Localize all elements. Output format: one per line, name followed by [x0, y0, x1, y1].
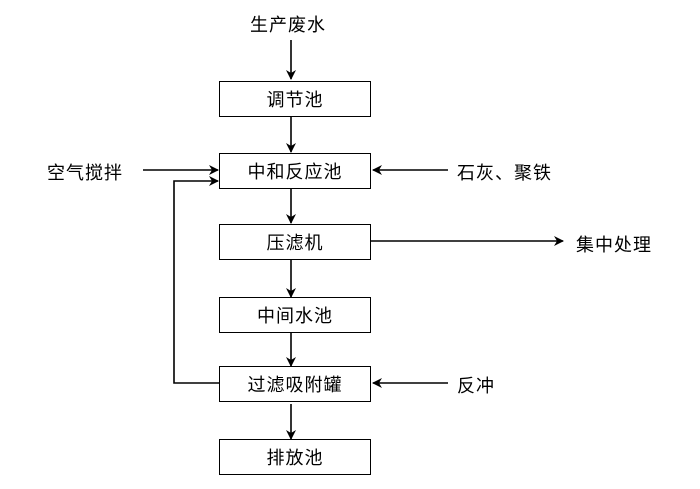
step-label: 排放池 — [266, 448, 324, 469]
step-box-neutralization-tank: 中和反应池 — [219, 153, 371, 189]
step-label: 中间水池 — [257, 306, 333, 327]
input-air-mixing-label: 空气搅拌 — [47, 163, 123, 184]
step-box-adjustment-tank: 调节池 — [219, 81, 371, 117]
output-centralized-label: 集中处理 — [576, 235, 652, 256]
step-label: 压滤机 — [266, 233, 324, 254]
recycle-loop-line — [173, 176, 219, 384]
step-label: 过滤吸附罐 — [247, 375, 343, 396]
step-box-discharge-tank: 排放池 — [219, 439, 371, 475]
step-label: 中和反应池 — [247, 162, 343, 183]
step-box-filter-adsorption-tank: 过滤吸附罐 — [219, 366, 371, 402]
source-label: 生产废水 — [250, 15, 326, 36]
input-backwash-label: 反冲 — [457, 376, 495, 397]
input-lime-ferric-label: 石灰、聚铁 — [457, 163, 552, 184]
step-box-intermediate-tank: 中间水池 — [219, 297, 371, 333]
step-label: 调节池 — [266, 90, 324, 111]
step-box-filter-press: 压滤机 — [219, 224, 371, 260]
